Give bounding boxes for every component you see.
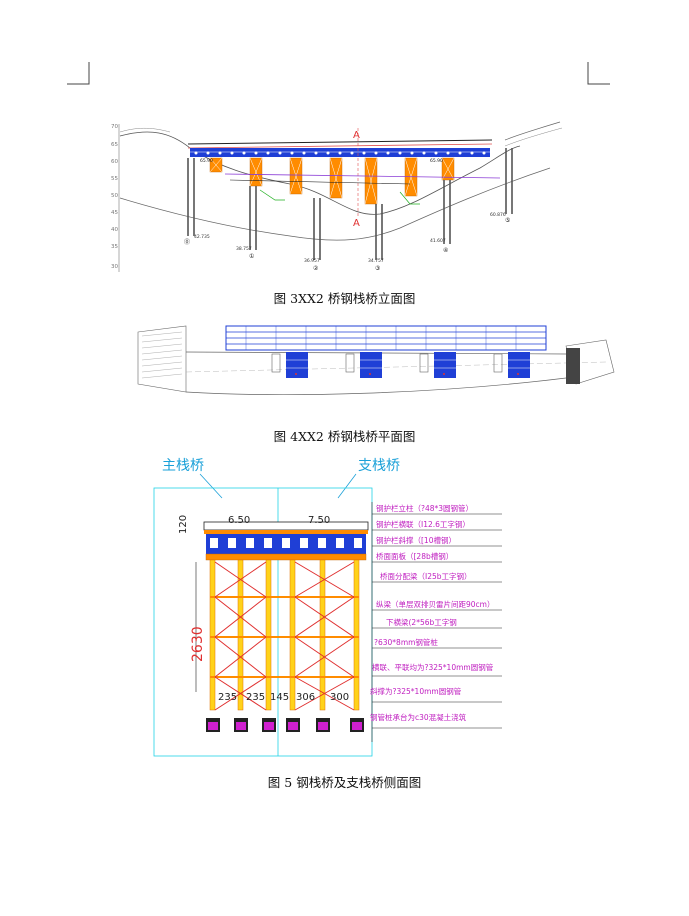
dim-bottom: 235 [218,692,237,703]
dim-main-width: 6.50 [228,515,250,526]
pile-bottom-elevation: 60.876 [490,212,506,218]
y-axis-tick: 35 [111,244,118,250]
dim-deck-height: 120 [178,515,189,534]
figure-4-plan-drawing [137,325,615,395]
pier-number: ② [313,265,319,272]
dim-bottom: 145 [270,692,289,703]
figure-4-caption: 图 4XX2 桥钢栈桥平面图 [273,429,416,444]
pile-bottom-elevation: 41.607 [430,238,446,244]
y-axis-tick: 55 [111,176,118,182]
dim-bottom: 306 [296,692,315,703]
component-label: 横联、平联均为?325*10mm圆钢管 [372,662,494,672]
title-branch-bridge: 支栈桥 [358,458,400,474]
dim-branch-width: 7.50 [308,515,330,526]
y-axis-tick: 45 [111,210,118,216]
pier-number: ⑤ [505,217,510,224]
y-axis-tick: 65 [111,142,118,148]
dim-bottom: 300 [330,692,349,703]
pier-number: ⓪ [184,238,190,246]
dim-pile-height: 2630 [190,626,206,662]
figure-5-side-drawing: 主栈桥 支栈桥 120 6.50 7.50 2630 235 [153,458,502,757]
y-axis-tick: 60 [111,159,118,165]
component-label: 桥面面板（[28b槽钢） [376,551,453,561]
deck-elevation-label: 65.90 [430,158,443,164]
y-axis-tick: 70 [111,124,118,130]
component-label: 桥面分配梁（I25b工字钢） [380,571,472,581]
pile-bottom-elevation: 38.757 [236,246,252,252]
figure-3-elevation-drawing: 70 65 60 55 50 45 40 35 30 A A [111,121,563,272]
pier-number: ④ [443,247,448,254]
title-main-bridge: 主栈桥 [162,458,204,474]
pier-number: ③ [375,265,380,272]
pile-bottom-elevation: 36.957 [304,258,320,264]
y-axis-tick: 40 [111,227,118,233]
component-label: 下横梁(2*56b工字钢 [386,617,457,627]
component-label: 钢护栏横联（I12.6工字钢） [376,519,470,529]
component-label: 纵梁（单层双排贝雷片间距90cm） [376,599,494,609]
component-label: ?630*8mm钢管桩 [374,637,438,647]
y-axis-tick: 50 [111,193,118,199]
component-label: 钢管桩承台为c30混凝土浇筑 [370,712,467,722]
deck-elevation-label: 65.90 [200,158,213,164]
component-label: 钢护栏立柱（?48*3圆钢管） [376,503,473,513]
dim-bottom: 235 [246,692,265,703]
y-axis-tick: 30 [111,264,118,270]
pile-bottom-elevation: 42.735 [194,234,210,240]
pile-bottom-elevation: 34.757 [368,258,384,264]
component-label: 斜撑为?325*10mm圆钢管 [370,686,462,696]
figure-3-caption: 图 3XX2 桥钢栈桥立面图 [273,291,416,306]
pier-number: ① [249,253,254,260]
section-mark-top: A [353,130,360,141]
section-mark-bottom: A [353,218,360,229]
figure-5-caption: 图 5 钢栈桥及支栈桥侧面图 [267,775,422,790]
component-label: 钢护栏斜撑（[10槽钢） [376,535,456,545]
